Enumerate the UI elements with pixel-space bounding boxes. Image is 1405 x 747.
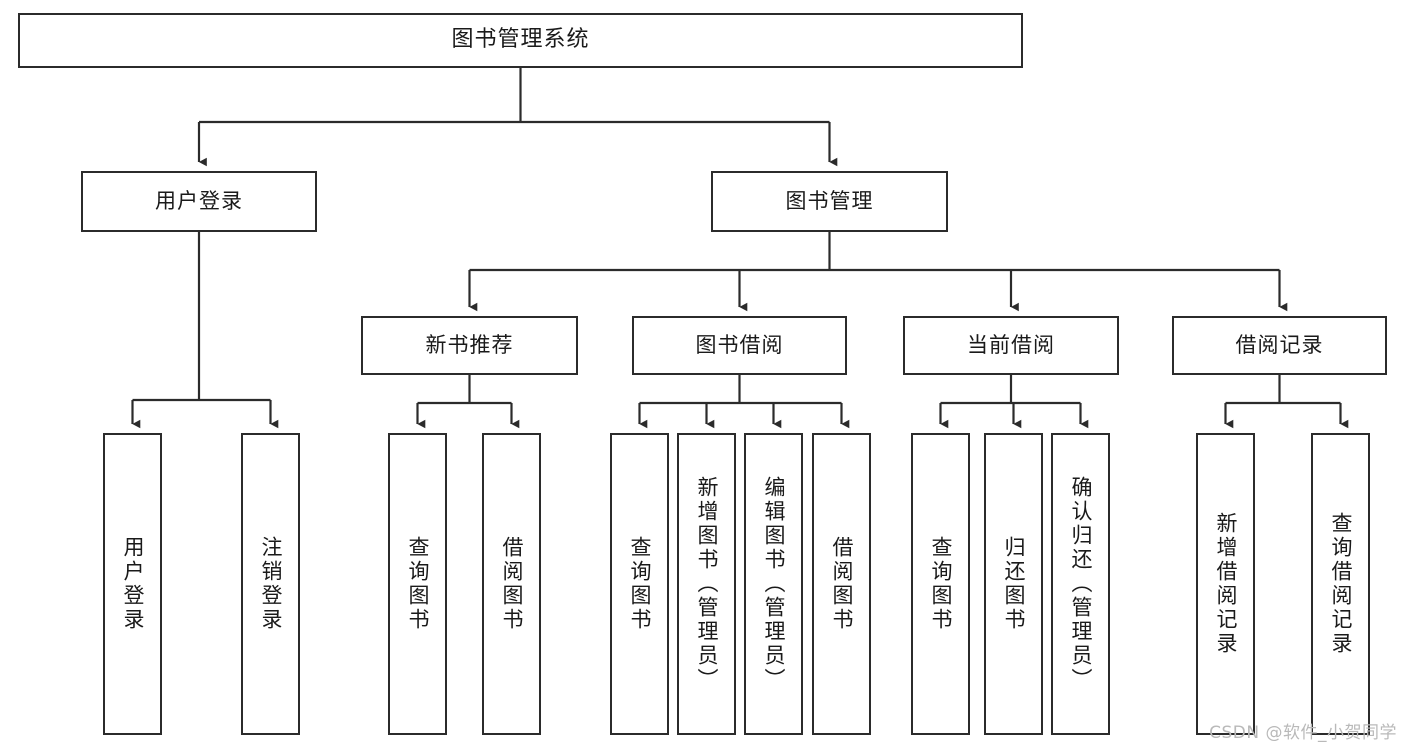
node-label: 注销登录 [259, 536, 283, 632]
node-leaf-borrow-book-2[interactable]: 借阅图书 [812, 433, 871, 735]
node-leaf-confirm-return[interactable]: 确认归还（管理员） [1051, 433, 1110, 735]
node-leaf-query-book-1[interactable]: 查询图书 [388, 433, 447, 735]
node-label: 新增图书（管理员） [695, 476, 719, 692]
node-leaf-borrow-book-1[interactable]: 借阅图书 [482, 433, 541, 735]
node-label: 借阅图书 [830, 536, 854, 632]
node-leaf-user-login[interactable]: 用户登录 [103, 433, 162, 735]
node-root-book-management-system[interactable]: 图书管理系统 [18, 13, 1023, 68]
node-label: 图书管理系统 [451, 27, 590, 53]
node-leaf-query-record[interactable]: 查询借阅记录 [1311, 433, 1370, 735]
node-label: 新增借阅记录 [1214, 512, 1238, 656]
node-leaf-add-record[interactable]: 新增借阅记录 [1196, 433, 1255, 735]
node-leaf-query-book-2[interactable]: 查询图书 [610, 433, 669, 735]
node-leaf-edit-book[interactable]: 编辑图书（管理员） [744, 433, 803, 735]
node-user-login[interactable]: 用户登录 [81, 171, 317, 232]
node-current-borrow[interactable]: 当前借阅 [903, 316, 1119, 375]
node-label: 当前借阅 [967, 332, 1055, 357]
node-label: 用户登录 [155, 188, 243, 213]
node-label: 新书推荐 [425, 332, 514, 357]
node-book-manage[interactable]: 图书管理 [711, 171, 948, 232]
node-label: 图书管理 [785, 188, 874, 213]
watermark-text: CSDN @软件_小贺同学 [1209, 723, 1397, 743]
node-book-borrow[interactable]: 图书借阅 [632, 316, 847, 375]
node-label: 确认归还（管理员） [1069, 476, 1093, 692]
node-label: 借阅记录 [1235, 332, 1324, 357]
node-leaf-user-logout[interactable]: 注销登录 [241, 433, 300, 735]
node-label: 归还图书 [1002, 536, 1026, 632]
node-label: 图书借阅 [695, 332, 784, 357]
node-label: 编辑图书（管理员） [762, 476, 786, 692]
node-label: 用户登录 [121, 536, 145, 632]
node-borrow-record[interactable]: 借阅记录 [1172, 316, 1387, 375]
node-label: 查询借阅记录 [1329, 512, 1353, 656]
node-leaf-return-book[interactable]: 归还图书 [984, 433, 1043, 735]
node-new-book-recommend[interactable]: 新书推荐 [361, 316, 578, 375]
node-leaf-add-book[interactable]: 新增图书（管理员） [677, 433, 736, 735]
node-label: 借阅图书 [500, 536, 524, 632]
node-label: 查询图书 [628, 536, 652, 632]
node-label: 查询图书 [929, 536, 953, 632]
node-leaf-query-book-3[interactable]: 查询图书 [911, 433, 970, 735]
node-label: 查询图书 [406, 536, 430, 632]
